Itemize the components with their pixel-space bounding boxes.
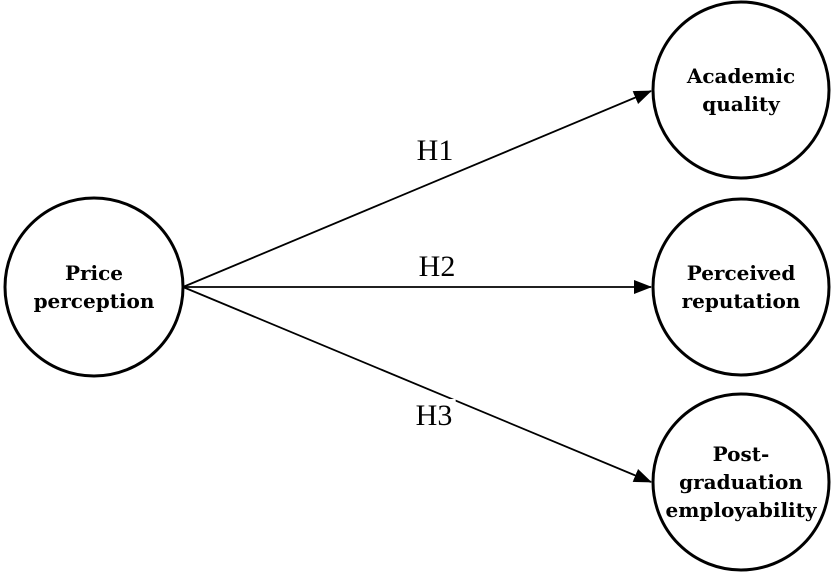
edge-label-h1: H1 [413,134,457,168]
node-label-academic-quality: Academic quality [686,64,796,116]
node-label-perceived-reputation: Perceived reputation [681,261,801,313]
node-label-price-perception: Price perception [33,261,155,313]
edge-label-h2: H2 [415,250,459,284]
node-label-post-graduation-employability: Post-graduation employability [665,442,817,522]
edge-h3-arrow [182,286,652,483]
node-price-perception-circle [3,196,185,378]
edge-label-h3: H3 [412,399,456,433]
node-perceived-reputation-circle [651,197,831,377]
node-post-graduation-employability-circle [651,392,831,572]
node-academic-quality-circle [651,0,831,180]
edge-h1-arrow [182,90,652,288]
